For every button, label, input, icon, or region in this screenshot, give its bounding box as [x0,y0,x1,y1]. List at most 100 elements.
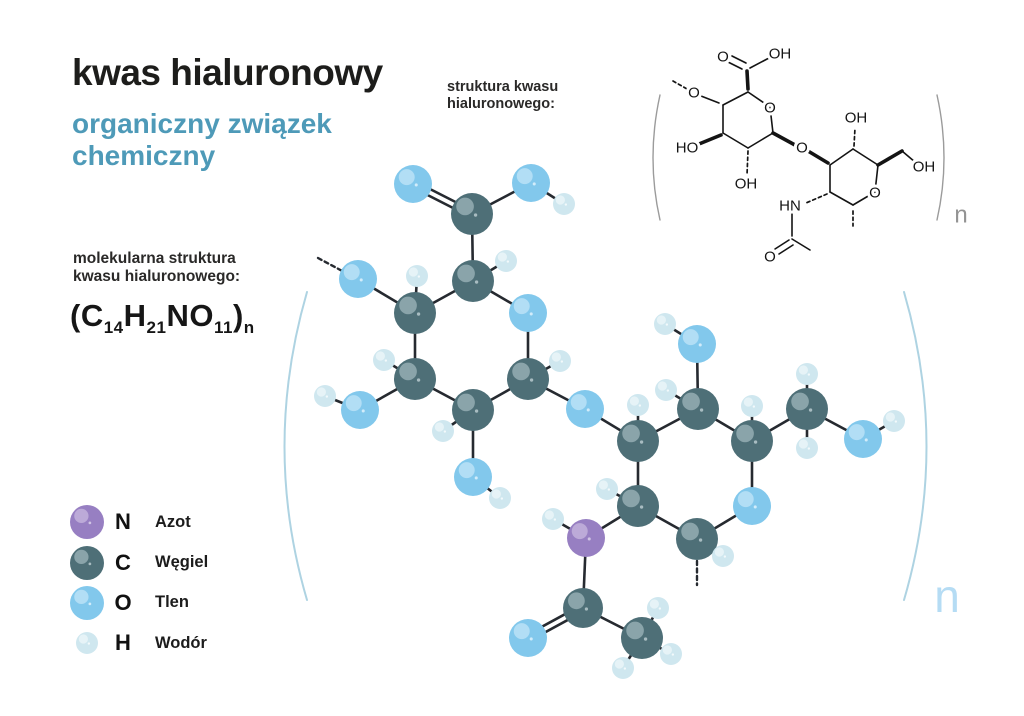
sphere-glint [639,440,644,444]
atom-O [509,619,547,657]
atom-H [647,597,669,619]
sphere-highlight [629,396,639,406]
atom-O [70,585,104,620]
atom-sphere [627,394,649,416]
atom-C [452,260,494,302]
sphere-glint [361,409,365,413]
formula-subscript: 21 [146,318,167,338]
sphere-glint [88,602,92,606]
sphere-highlight [662,645,672,655]
atom-H [542,508,564,530]
sphere-glint [698,538,703,542]
sphere-highlight [399,296,417,315]
atom-sphere [741,395,763,417]
skeletal-bond [749,57,770,69]
skeletal-bond [747,91,771,108]
atom-H [796,437,818,459]
atom-sphere [566,390,604,428]
sphere-highlight [743,397,753,407]
skeletal-atom-label-HO: HO [676,140,699,157]
sphere-highlight [791,392,809,411]
sphere-glint [560,360,564,363]
sphere-highlight [398,169,415,186]
sphere-highlight [74,508,89,524]
atom-O [341,391,379,429]
skeletal-atom-label-OH: OH [913,159,936,176]
atom-C [70,545,104,580]
legend-sphere-C [70,545,104,580]
atom-H [314,385,336,407]
atom-sphere [844,420,882,458]
atom-sphere [454,458,492,496]
sphere-glint [88,521,92,525]
skeletal-wedge-bond [745,69,750,91]
skeletal-bond [731,55,747,64]
formula-part: H [123,298,147,333]
sphere-glint [665,323,669,326]
sphere-glint [414,183,418,187]
legend-symbol: H [115,630,131,656]
atom-sphere [509,619,547,657]
skeletal-atom-label-OH: OH [735,176,758,193]
sphere-highlight [656,315,666,325]
atom-C [786,388,828,430]
molecular-structure-label: molekularna struktura kwasu hialuronoweg… [73,250,240,286]
atom-H [655,379,677,401]
sphere-highlight [343,264,360,281]
skeletal-bond [852,191,876,206]
atom-sphere [677,388,719,430]
atom-O [454,458,492,496]
atom-H [495,250,517,272]
atom-H [660,643,682,665]
atom-sphere [542,508,564,530]
sphere-highlight [399,362,417,381]
sphere-highlight [544,510,554,520]
sphere-highlight [736,424,754,443]
sphere-glint [808,408,813,412]
sphere-highlight [848,424,865,441]
skeletal-atom-label-O: O [796,140,808,157]
page-title: kwas hialuronowy [72,52,383,93]
subtitle-line2: chemiczny [72,140,216,171]
skeletal-bond [778,244,794,255]
atom-C [563,588,603,628]
atom-sphere [339,260,377,298]
skeletal-dashed-bond [672,80,688,90]
atom-O [394,165,432,203]
skeletal-paren-left [652,94,661,221]
skeletal-bond [700,95,720,104]
atom-sphere [549,350,571,372]
model-paren-left [283,291,308,601]
atom-sphere [553,193,575,215]
molecular-structure-label-line1: molekularna struktura [73,250,236,267]
atom-H [883,410,905,432]
atom-sphere [567,519,605,557]
formula-part: NO [166,298,214,333]
skeletal-atom-label-HN: HN [779,198,801,215]
skeletal-atom-label-O: O [869,185,881,202]
sphere-glint [88,562,92,565]
sphere-glint [607,488,611,491]
atom-H [596,478,618,500]
atom-sphere [507,358,549,400]
ball-stick-model: n [283,164,960,679]
atom-C [617,485,659,527]
atom-sphere [786,388,828,430]
model-paren-right [903,291,928,601]
atom-O [844,420,882,458]
sphere-glint [639,505,644,509]
skeletal-atom-label-OH: OH [769,46,792,63]
atom-C [731,420,773,462]
atom-O [339,260,377,298]
atom-sphere [596,478,618,500]
sphere-glint [671,653,675,656]
sphere-glint [474,409,479,413]
sphere-highlight [614,659,624,669]
atom-sphere [394,292,436,334]
sphere-glint [658,607,662,610]
sphere-glint [586,408,590,412]
atom-sphere [406,265,428,287]
